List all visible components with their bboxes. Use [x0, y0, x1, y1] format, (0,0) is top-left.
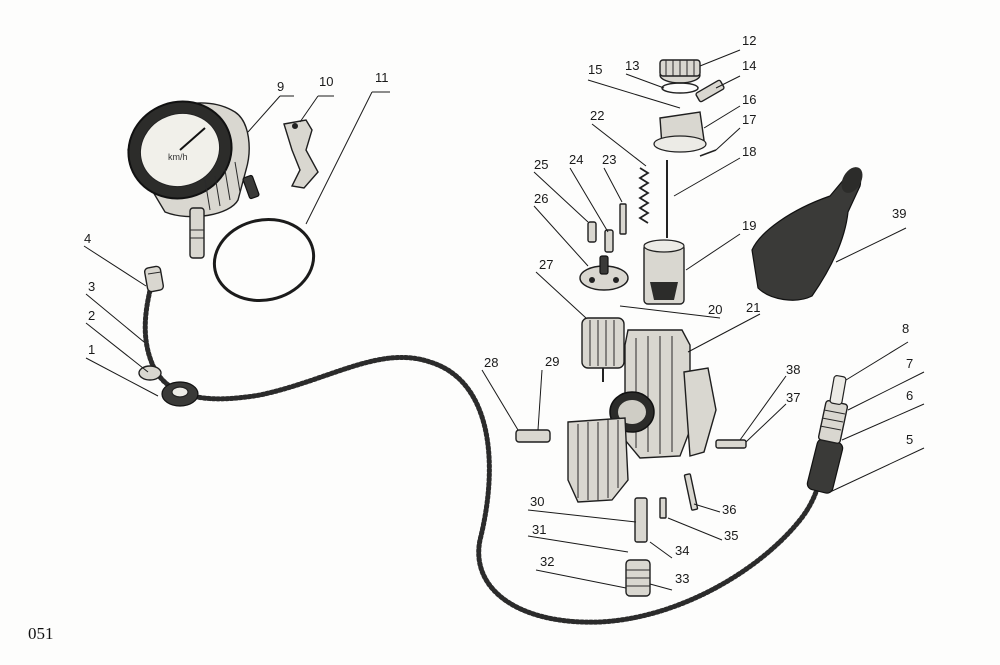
callout-labels: 1 2 3 4 5 6 7 8 9 10 11 12 13 14 15 16: [83, 33, 925, 591]
cable-connector-assembly: [806, 375, 849, 494]
carburettor-top-cap: [659, 59, 701, 94]
callout-12: 12: [742, 33, 756, 48]
mixing-chamber-top: [653, 111, 707, 153]
tickler-pin: [604, 229, 614, 253]
cable-end-sleeve: [143, 265, 165, 293]
carburettor-body: [609, 329, 717, 459]
banjo-union: [515, 429, 551, 443]
callout-18: 18: [742, 144, 756, 159]
svg-text:km/h: km/h: [168, 152, 188, 162]
rubber-boot: [751, 167, 863, 301]
callout-11: 11: [375, 70, 389, 85]
callout-17: 17: [742, 112, 756, 127]
callout-24: 24: [569, 152, 583, 167]
idle-adjust-screw: [683, 473, 699, 511]
callout-35: 35: [724, 528, 738, 543]
page-code: 051: [28, 624, 54, 643]
callout-7: 7: [906, 356, 913, 371]
callout-39: 39: [892, 206, 906, 221]
callout-1: 1: [88, 342, 95, 357]
air-filter-housing: [567, 417, 629, 503]
throttle-cable-adjuster: [695, 79, 725, 103]
callout-19: 19: [742, 218, 756, 233]
callout-25: 25: [534, 157, 548, 172]
callout-37: 37: [786, 390, 800, 405]
callout-34: 34: [675, 543, 689, 558]
callout-26: 26: [534, 191, 548, 206]
retaining-clip: [699, 149, 717, 157]
callout-29: 29: [545, 354, 559, 369]
pilot-screw: [619, 203, 627, 235]
sealing-ring: [212, 218, 316, 302]
callout-3: 3: [88, 279, 95, 294]
callout-2: 2: [88, 308, 95, 323]
callout-36: 36: [722, 502, 736, 517]
float-chamber-cover: [579, 255, 629, 291]
throttle-valve: [643, 239, 685, 305]
callout-9: 9: [277, 79, 284, 94]
callout-38: 38: [786, 362, 800, 377]
float: [581, 317, 625, 382]
callout-20: 20: [708, 302, 722, 317]
callout-30: 30: [530, 494, 544, 509]
callout-22: 22: [590, 108, 604, 123]
callout-31: 31: [532, 522, 546, 537]
speedometer-head: km/h: [127, 100, 260, 259]
mounting-bracket: [283, 119, 319, 189]
callout-15: 15: [588, 62, 602, 77]
main-jet: [659, 497, 667, 519]
float-bowl-plug: [625, 559, 651, 597]
callout-13: 13: [625, 58, 639, 73]
callout-23: 23: [602, 152, 616, 167]
callout-21: 21: [746, 300, 760, 315]
callout-6: 6: [906, 388, 913, 403]
main-jet-holder: [634, 497, 648, 543]
cable-grommet: [161, 381, 199, 407]
callout-5: 5: [906, 432, 913, 447]
callout-28: 28: [484, 355, 498, 370]
callout-27: 27: [539, 257, 553, 272]
callout-16: 16: [742, 92, 756, 107]
callout-33: 33: [675, 571, 689, 586]
callout-32: 32: [540, 554, 554, 569]
throttle-return-spring: [638, 167, 650, 224]
callout-14: 14: [742, 58, 756, 73]
callout-4: 4: [84, 231, 91, 246]
callout-10: 10: [319, 74, 333, 89]
cable-adjuster-screw: [715, 439, 747, 449]
air-screw: [587, 221, 597, 243]
callout-8: 8: [902, 321, 909, 336]
